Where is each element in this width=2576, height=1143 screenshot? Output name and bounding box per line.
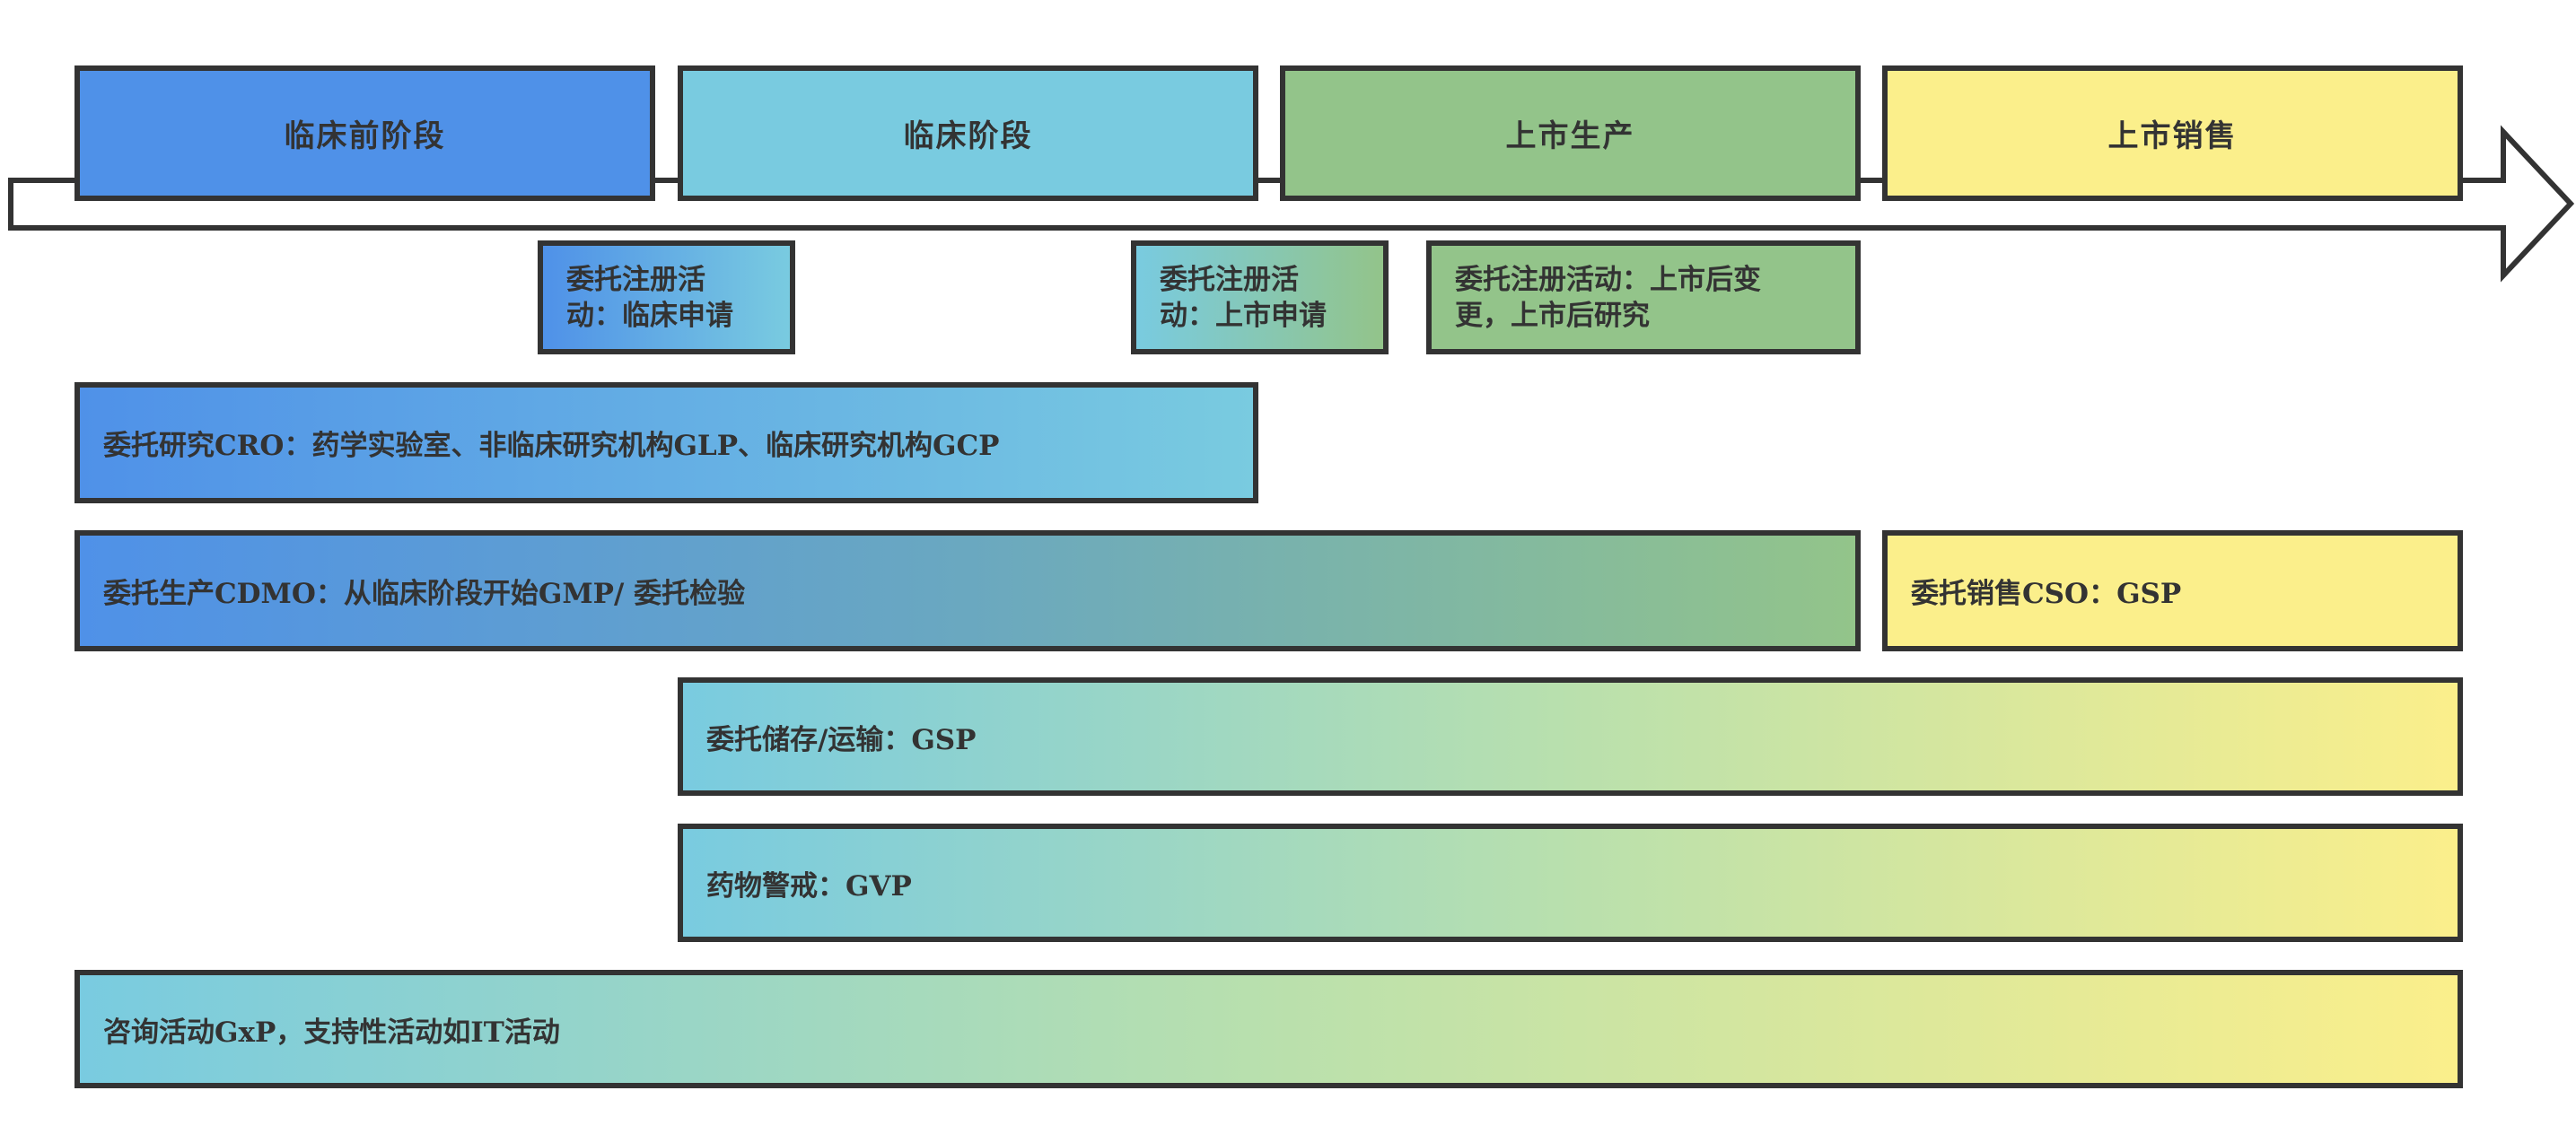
activity-pharmacovigilance: 药物警戒：GVP [678,824,2463,942]
activity-label: 委托销售CSO：GSP [1911,578,2182,610]
activity-label: 咨询活动GxP，支持性活动如IT活动 [103,1016,560,1049]
phase-label: 上市生产 [1505,118,1635,154]
phase-clinical: 临床阶段 [678,65,1258,201]
activity-label: 委托储存/运输：GSP [706,723,977,756]
activity-label: 委托研究CRO：药学实验室、非临床研究机构GLP、临床研究机构GCP [103,430,1000,462]
registration-line: 更，上市后研究 [1455,299,1650,332]
registration-line: 委托注册活动：上市后变 [1455,263,1761,296]
phase-label: 上市销售 [2107,118,2238,154]
registration-post-market: 委托注册活动：上市后变更，上市后研究 [1426,240,1861,354]
activity-storage-transport: 委托储存/运输：GSP [678,677,2463,796]
registration-line: 动：上市申请 [1160,299,1327,332]
registration-clinical-application: 委托注册活动：临床申请 [538,240,795,354]
registration-line: 委托注册活 [566,263,705,296]
phase-production: 上市生产 [1280,65,1861,201]
activity-consulting: 咨询活动GxP，支持性活动如IT活动 [74,970,2463,1088]
registration-line: 动：临床申请 [566,299,733,332]
registration-line: 委托注册活 [1160,263,1299,296]
activity-cro: 委托研究CRO：药学实验室、非临床研究机构GLP、临床研究机构GCP [74,382,1258,503]
phase-sales: 上市销售 [1882,65,2463,201]
registration-market-application: 委托注册活动：上市申请 [1131,240,1389,354]
activity-label: 药物警戒：GVP [706,869,912,903]
right-arrow-icon [8,125,2575,283]
phase-preclinical: 临床前阶段 [74,65,655,201]
phase-label: 临床阶段 [903,118,1033,154]
activity-label: 委托生产CDMO：从临床阶段开始GMP/ 委托检验 [103,578,746,610]
activity-cdmo: 委托生产CDMO：从临床阶段开始GMP/ 委托检验 [74,530,1861,651]
phase-label: 临床前阶段 [284,118,446,154]
activity-cso: 委托销售CSO：GSP [1882,530,2463,651]
